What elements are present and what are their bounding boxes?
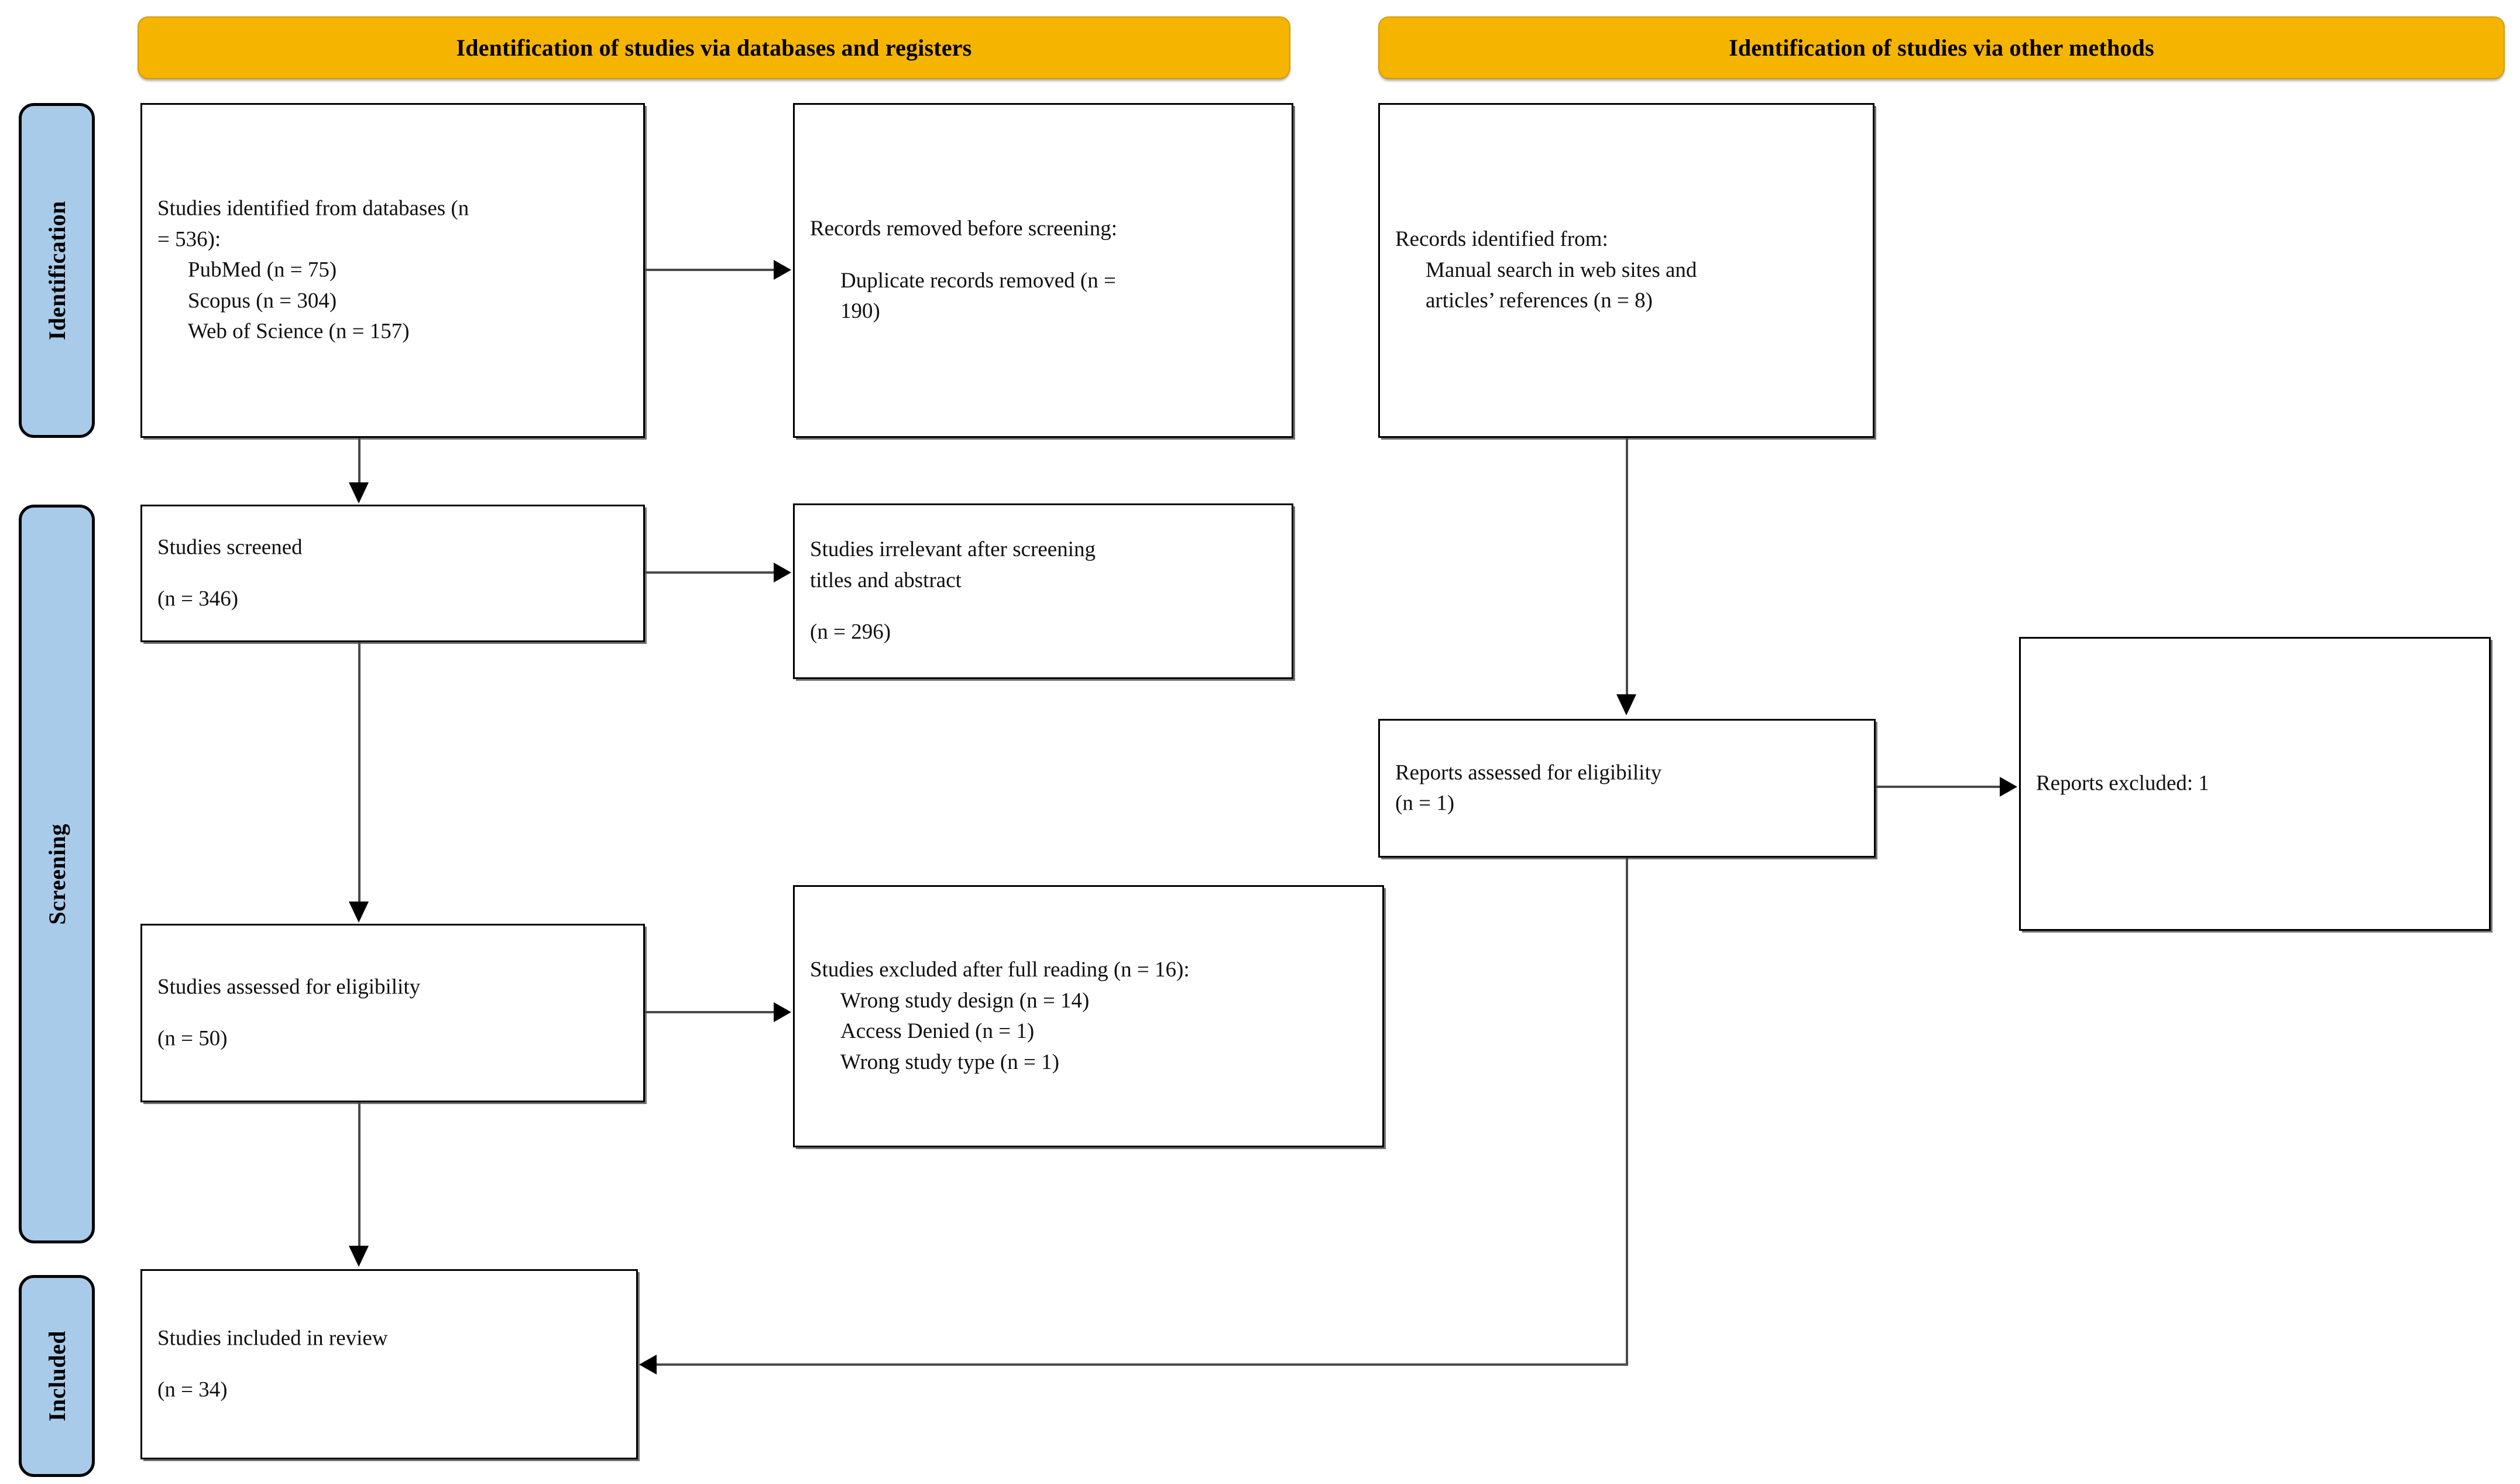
node-studies-included-in-review: Studies included in review (n = 34) <box>140 1269 638 1459</box>
connector-screened-to-irrelevant <box>645 571 775 574</box>
line-reports-excluded-1: Reports excluded: 1 <box>2036 771 2209 796</box>
node-studies-assessed-for-eligibility: Studies assessed for eligibility (n = 50… <box>140 924 645 1102</box>
arrowhead-identified-to-removed <box>774 260 791 280</box>
node-reports-assessed-text: Reports assessed for eligibility (n = 1) <box>1395 758 1866 819</box>
spacer <box>157 1003 635 1024</box>
line-excluded-2: Wrong study design (n = 14) <box>840 988 1090 1013</box>
banner-databases-registers: Identification of studies via databases … <box>138 16 1290 79</box>
line-reports-assessed-2: (n = 1) <box>1395 791 1455 815</box>
connector-identified-to-removed <box>645 269 775 271</box>
banner-other-methods-label: Identification of studies via other meth… <box>1729 34 2154 61</box>
line-records-removed-3: 190) <box>840 299 880 324</box>
arrowhead-identified-to-screened <box>349 482 369 503</box>
arrowhead-reports-assessed-to-included <box>639 1355 657 1375</box>
spacer <box>157 563 635 584</box>
line-assessed-2: (n = 50) <box>157 1026 228 1051</box>
node-studies-screened-text: Studies screened (n = 346) <box>157 532 635 615</box>
banner-databases-registers-label: Identification of studies via databases … <box>456 34 972 61</box>
node-studies-screened: Studies screened (n = 346) <box>140 505 645 642</box>
connector-other-to-reports-assessed <box>1626 438 1628 697</box>
arrowhead-assessed-to-included <box>349 1246 369 1267</box>
node-reports-excluded-text: Reports excluded: 1 <box>2036 769 2481 800</box>
node-records-removed-before-screening: Records removed before screening: Duplic… <box>793 103 1293 438</box>
rail-screening: Screening <box>19 505 95 1243</box>
line-irrelevant-3: (n = 296) <box>810 620 891 645</box>
line-identified-2: = 536): <box>157 227 221 252</box>
node-records-identified-other-text: Records identified from: Manual search i… <box>1395 224 1865 317</box>
line-included-2: (n = 34) <box>157 1377 228 1402</box>
rail-screening-label: Screening <box>43 823 70 925</box>
line-assessed-1: Studies assessed for eligibility <box>157 974 421 999</box>
line-records-removed-2: Duplicate records removed (n = <box>840 268 1116 293</box>
arrowhead-screened-to-assessed <box>349 902 369 923</box>
line-screened-1: Studies screened <box>157 534 303 559</box>
line-screened-2: (n = 346) <box>157 587 239 611</box>
spacer <box>157 1354 628 1375</box>
node-studies-included-text: Studies included in review (n = 34) <box>157 1323 628 1406</box>
arrowhead-reports-assessed-to-excluded <box>2000 777 2017 797</box>
line-identified-1: Studies identified from databases (n <box>157 196 469 221</box>
arrowhead-screened-to-irrelevant <box>774 563 791 582</box>
line-identified-pubmed: PubMed (n = 75) <box>188 258 337 282</box>
rail-included-label: Included <box>43 1330 70 1422</box>
node-studies-assessed-text: Studies assessed for eligibility (n = 50… <box>157 972 635 1054</box>
rail-identification-label: Identification <box>43 200 70 341</box>
connector-assessed-to-excluded <box>645 1011 775 1013</box>
connector-reports-assessed-to-included <box>657 1363 1628 1366</box>
node-studies-identified-from-databases-text: Studies identified from databases (n = 5… <box>157 194 635 348</box>
spacer <box>810 596 1283 617</box>
spacer <box>810 245 1283 266</box>
rail-identification: Identification <box>19 103 95 438</box>
connector-identified-to-screened <box>358 438 361 485</box>
line-records-other-1: Records identified from: <box>1395 227 1608 252</box>
node-records-identified-other-methods: Records identified from: Manual search i… <box>1378 103 1874 438</box>
line-irrelevant-2: titles and abstract <box>810 568 962 592</box>
connector-assessed-to-included <box>358 1102 361 1249</box>
line-included-1: Studies included in review <box>157 1325 388 1350</box>
line-records-other-2: Manual search in web sites and <box>1426 258 1697 282</box>
line-identified-wos: Web of Science (n = 157) <box>188 319 410 344</box>
node-reports-excluded: Reports excluded: 1 <box>2019 637 2491 931</box>
line-irrelevant-1: Studies irrelevant after screening <box>810 537 1096 562</box>
node-studies-identified-from-databases: Studies identified from databases (n = 5… <box>140 103 645 438</box>
connector-reports-assessed-to-excluded <box>1876 786 2001 788</box>
connector-reports-assessed-down <box>1626 858 1628 1366</box>
line-records-other-3: articles’ references (n = 8) <box>1426 289 1653 313</box>
node-studies-excluded-after-full-reading: Studies excluded after full reading (n =… <box>793 885 1384 1147</box>
node-records-removed-text: Records removed before screening: Duplic… <box>810 214 1283 327</box>
arrowhead-assessed-to-excluded <box>774 1002 791 1022</box>
line-excluded-4: Wrong study type (n = 1) <box>840 1050 1059 1074</box>
node-reports-assessed-for-eligibility: Reports assessed for eligibility (n = 1) <box>1378 719 1876 858</box>
line-records-removed-1: Records removed before screening: <box>810 217 1117 241</box>
line-identified-scopus: Scopus (n = 304) <box>188 289 337 313</box>
arrowhead-other-to-reports-assessed <box>1616 694 1636 715</box>
line-excluded-1: Studies excluded after full reading (n =… <box>810 957 1190 982</box>
node-studies-irrelevant-text: Studies irrelevant after screening title… <box>810 534 1283 648</box>
connector-screened-to-assessed <box>358 642 361 904</box>
line-reports-assessed-1: Reports assessed for eligibility <box>1395 760 1662 784</box>
node-studies-excluded-text: Studies excluded after full reading (n =… <box>810 955 1374 1078</box>
rail-included: Included <box>19 1275 95 1477</box>
node-studies-irrelevant-after-screening: Studies irrelevant after screening title… <box>793 503 1293 679</box>
banner-other-methods: Identification of studies via other meth… <box>1378 16 2505 79</box>
line-excluded-3: Access Denied (n = 1) <box>840 1019 1035 1043</box>
